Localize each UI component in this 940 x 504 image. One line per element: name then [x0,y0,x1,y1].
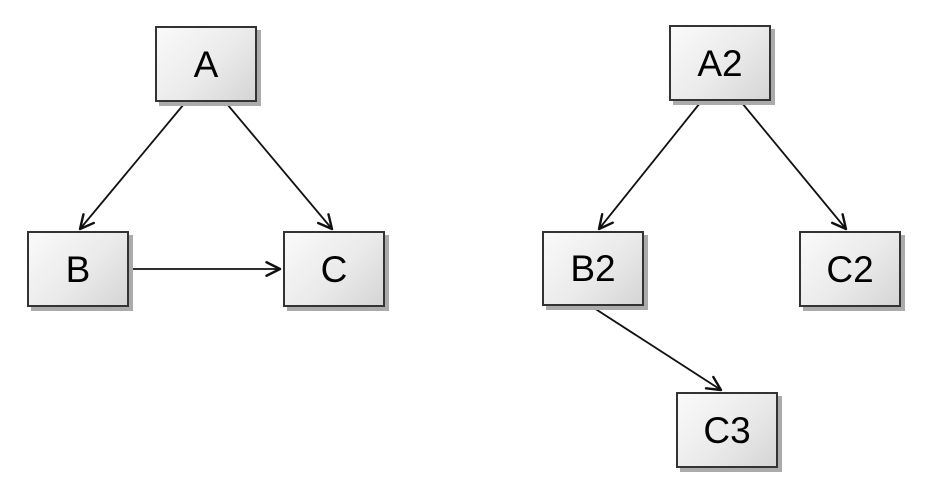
edge-A-B [78,103,185,231]
edge-A-C [226,103,334,231]
node-C2: C2 [799,231,901,307]
node-label: A [193,43,219,85]
node-C: C [283,231,385,307]
edge-A2-C2 [741,102,848,231]
node-C3: C3 [676,392,778,468]
node-A2: A2 [669,25,771,101]
node-B: B [27,231,129,307]
node-label: B2 [570,248,616,289]
node-A: A [155,26,257,102]
node-label: C2 [826,248,874,290]
node-label: B [65,248,91,290]
node-label: C3 [703,409,751,451]
edge-A2-B2 [597,102,701,231]
edge-group [78,102,848,392]
node-B2: B2 [542,231,644,306]
node-label: C [320,248,348,290]
node-label: A2 [697,42,743,84]
edge-B2-C3 [593,307,723,392]
